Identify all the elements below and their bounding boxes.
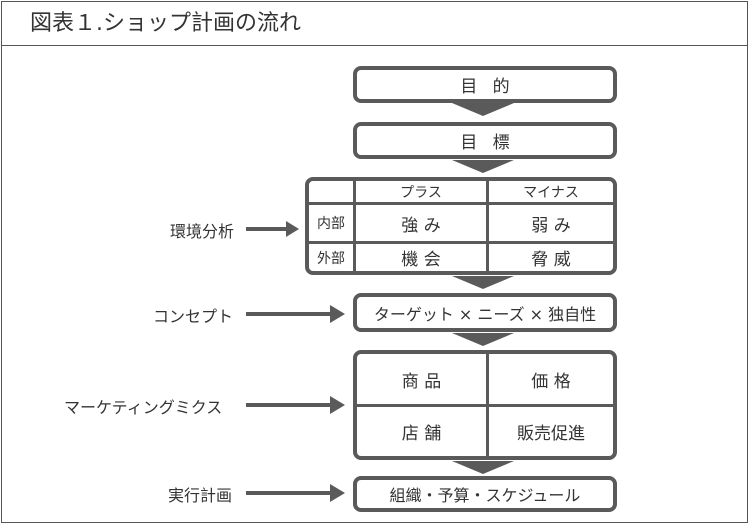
col-header-minus: マイナス <box>523 184 579 201</box>
action-plan-content: 組織・予算・スケジュール <box>389 486 581 505</box>
marketing-mix-grid: 商 品 価 格 店 舗 販売促進 <box>353 350 617 460</box>
swot-header-divider <box>309 202 613 205</box>
arrow-concept-head <box>330 305 345 323</box>
swot-col-divider <box>486 181 489 271</box>
down-arrow-2 <box>452 160 514 173</box>
down-arrow-4 <box>452 333 514 346</box>
arrow-mix-head <box>330 396 345 414</box>
cell-price: 価 格 <box>531 371 571 392</box>
down-arrow-3 <box>452 276 514 289</box>
concept-label: コンセプト <box>153 307 234 326</box>
swot-grid: プラス マイナス 内部 外部 強 み 弱 み 機 会 脅 威 <box>305 177 617 275</box>
swot-row-divider <box>309 241 613 244</box>
arrow-plan-head <box>330 484 345 502</box>
row-header-external: 外部 <box>317 250 345 267</box>
cell-opportunities: 機 会 <box>401 250 441 270</box>
goal-box: 目標 <box>353 122 617 159</box>
diagram-title: 図表１.ショップ計画の流れ <box>30 11 301 36</box>
cell-strengths: 強 み <box>401 215 441 236</box>
concept-box: ターゲット × ニーズ × 独自性 <box>353 293 617 332</box>
cell-product: 商 品 <box>401 371 442 392</box>
purpose-label: 目的 <box>460 77 525 97</box>
purpose-box: 目的 <box>353 66 617 103</box>
down-arrow-5 <box>452 461 514 474</box>
cell-promotion: 販売促進 <box>517 424 585 444</box>
down-arrow-1 <box>452 103 514 116</box>
col-header-plus: プラス <box>400 184 442 201</box>
cell-place: 店 舗 <box>401 424 442 444</box>
cell-weaknesses: 弱 み <box>531 215 571 236</box>
goal-label: 目標 <box>460 133 525 153</box>
title-bar: 図表１.ショップ計画の流れ <box>2 2 747 46</box>
cell-threats: 脅 威 <box>531 250 571 270</box>
concept-content: ターゲット × ニーズ × 独自性 <box>373 304 597 324</box>
swot-label-divider <box>353 181 356 271</box>
mix-col-divider <box>486 354 489 456</box>
action-plan-box: 組織・予算・スケジュール <box>353 476 617 512</box>
environment-analysis-label: 環境分析 <box>170 222 235 241</box>
arrow-env-head <box>286 221 299 237</box>
marketing-mix-label: マーケティングミクス <box>64 398 223 417</box>
action-plan-label: 実行計画 <box>168 486 233 505</box>
mix-row-divider <box>357 404 613 407</box>
row-header-internal: 内部 <box>317 216 345 232</box>
